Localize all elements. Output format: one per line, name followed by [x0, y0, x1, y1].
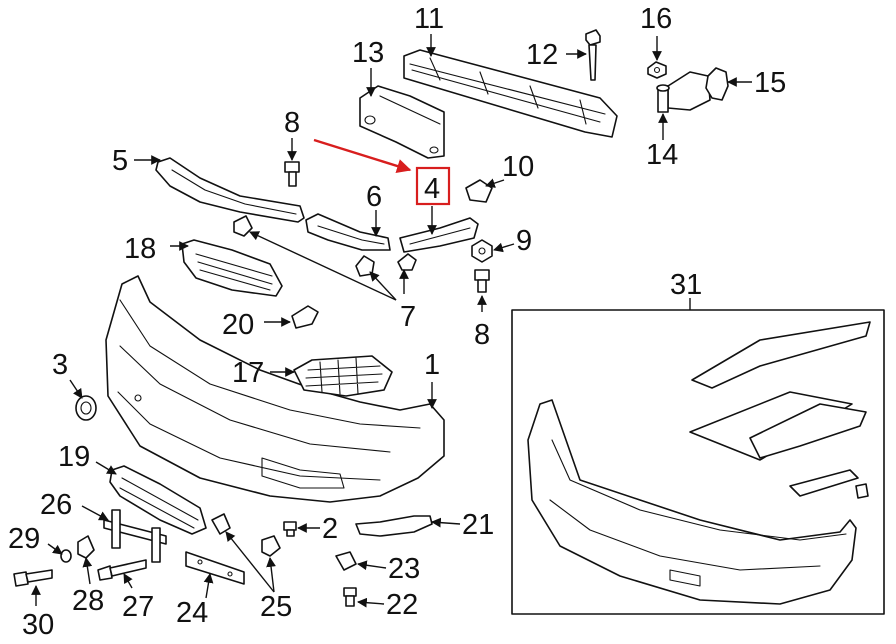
fasteners-lower-left-part — [13, 535, 147, 587]
callout-25: 25 — [260, 591, 292, 623]
callout-18: 18 — [124, 233, 156, 265]
bracket-15-part — [705, 67, 729, 101]
callout-28: 28 — [72, 585, 104, 617]
highlight-4 — [313, 138, 451, 206]
clip-25-part — [211, 513, 231, 535]
callout-8-upper: 8 — [284, 107, 300, 139]
callout-4: 4 — [424, 173, 440, 205]
strip-24-part — [185, 551, 245, 585]
cap-3-part — [75, 395, 97, 421]
callout-29: 29 — [8, 523, 40, 555]
grille-17-part — [293, 355, 393, 397]
callout-11: 11 — [414, 3, 444, 35]
callout-2: 2 — [322, 513, 338, 545]
callout-23: 23 — [388, 553, 420, 585]
callout-26: 26 — [40, 489, 72, 521]
callout-10: 10 — [502, 151, 534, 183]
leader-lines — [31, 34, 752, 608]
fasteners-center-part — [261, 515, 433, 607]
lower-grille-19-part — [109, 465, 207, 535]
callout-9: 9 — [516, 225, 532, 257]
bolt-8-lower-part — [474, 269, 490, 293]
callout-24: 24 — [176, 597, 208, 629]
callout-22: 22 — [386, 589, 418, 621]
callout-19: 19 — [58, 441, 90, 473]
bolt-12-part — [585, 29, 601, 81]
callout-1: 1 — [424, 349, 440, 381]
callout-16: 16 — [640, 3, 672, 35]
callout-21: 21 — [462, 509, 494, 541]
tow-mount-part — [656, 71, 711, 113]
callout-8-lower: 8 — [474, 319, 490, 351]
callout-30: 30 — [22, 609, 54, 641]
callout-27: 27 — [122, 591, 154, 623]
support-rail-5-part — [155, 157, 305, 223]
callout-17: 17 — [232, 357, 264, 389]
callout-12: 12 — [526, 39, 558, 71]
bolt-8-upper-part — [284, 161, 300, 187]
callout-7: 7 — [400, 301, 416, 333]
inset-assembly-31 — [511, 309, 885, 615]
callout-14: 14 — [646, 139, 678, 171]
nut-16-part — [647, 61, 667, 79]
callout-15: 15 — [754, 67, 786, 99]
bracket-26-part — [103, 509, 167, 563]
clips-7-part — [233, 215, 417, 277]
callout-5: 5 — [112, 145, 128, 177]
nut-9-part — [471, 239, 493, 263]
energy-absorber-part — [359, 85, 445, 159]
callout-13: 13 — [352, 37, 384, 69]
callout-20: 20 — [222, 309, 254, 341]
impact-bar-part — [403, 49, 618, 138]
callout-3: 3 — [52, 349, 68, 381]
guide-4-part — [399, 217, 479, 253]
guide-6-part — [305, 213, 391, 251]
callout-labels: 11 12 13 16 15 14 5 8 10 6 4 9 18 7 8 20… — [8, 3, 786, 641]
sensor-20-part — [291, 305, 319, 329]
grille-18-part — [181, 239, 283, 297]
bracket-10-part — [465, 179, 493, 203]
callout-31: 31 — [670, 269, 702, 301]
bumper-cover-part — [105, 275, 445, 503]
callout-6: 6 — [366, 181, 382, 213]
